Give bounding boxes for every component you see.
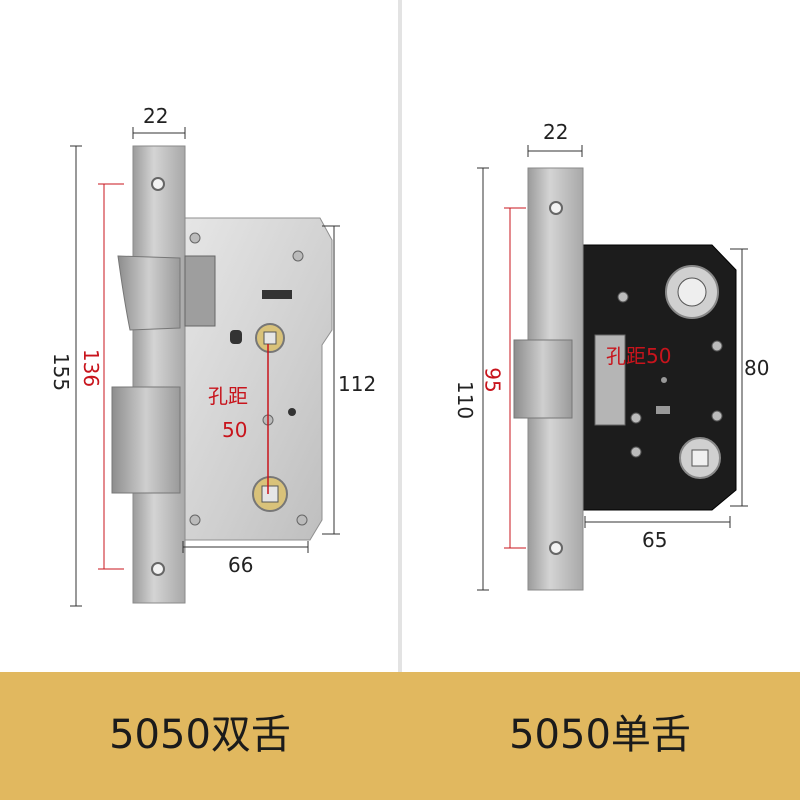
left-lock-deadbolt <box>111 386 181 494</box>
right-spindle-hole-top <box>677 277 707 307</box>
left-case-screw-3 <box>189 514 201 526</box>
left-hole-distance-label-1: 孔距 <box>208 384 248 408</box>
right-lock <box>477 145 748 591</box>
right-case-height-label: 80 <box>744 356 770 380</box>
left-lock-latch <box>117 255 181 331</box>
left-lock-faceplate <box>132 145 186 604</box>
right-lock-latch <box>513 339 573 419</box>
right-faceplate-hole-top <box>549 201 563 215</box>
left-caption: 5050双舌 <box>109 712 291 758</box>
left-lock <box>70 127 340 607</box>
left-hole-distance-label-2: 50 <box>222 418 248 442</box>
left-lock-mechanism <box>184 255 216 327</box>
right-case-screw-3 <box>711 410 723 422</box>
right-spindle-square-bottom <box>691 449 709 467</box>
right-hole-span-label: 95 <box>480 367 505 393</box>
lock-drawings <box>70 127 748 607</box>
left-case-dot <box>288 408 296 416</box>
left-case-width-label: 66 <box>228 553 254 577</box>
left-height-label: 155 <box>49 352 74 392</box>
left-faceplate-hole-top <box>151 177 165 191</box>
right-case-width-label: 65 <box>642 528 668 552</box>
left-hole-span-label: 136 <box>79 348 104 388</box>
left-lock-slot <box>262 290 292 299</box>
right-case-screw-2 <box>711 340 723 352</box>
left-lock-slot-2 <box>230 330 242 344</box>
right-height-label: 110 <box>453 380 478 420</box>
left-width-label: 22 <box>143 104 169 128</box>
left-lock-case <box>182 217 333 541</box>
right-case-screw-1 <box>617 291 629 303</box>
left-faceplate-hole-bottom <box>151 562 165 576</box>
panel-divider <box>398 0 402 672</box>
right-case-screw-5 <box>630 412 642 424</box>
right-hole-distance-label: 孔距50 <box>606 344 672 368</box>
left-case-height-label: 112 <box>338 372 377 396</box>
caption-bar <box>0 672 800 800</box>
right-width-label: 22 <box>543 120 569 144</box>
right-faceplate-hole-bottom <box>549 541 563 555</box>
right-case-screw-4 <box>630 446 642 458</box>
right-caption: 5050单舌 <box>509 712 691 758</box>
right-lock-mechanism <box>594 334 626 426</box>
left-case-screw-2 <box>292 250 304 262</box>
left-spindle-square-top <box>263 331 277 345</box>
left-case-screw-4 <box>296 514 308 526</box>
right-case-dot <box>661 377 667 383</box>
right-case-slot <box>656 406 670 414</box>
left-spindle-square-bottom <box>261 485 279 503</box>
left-case-screw-1 <box>189 232 201 244</box>
